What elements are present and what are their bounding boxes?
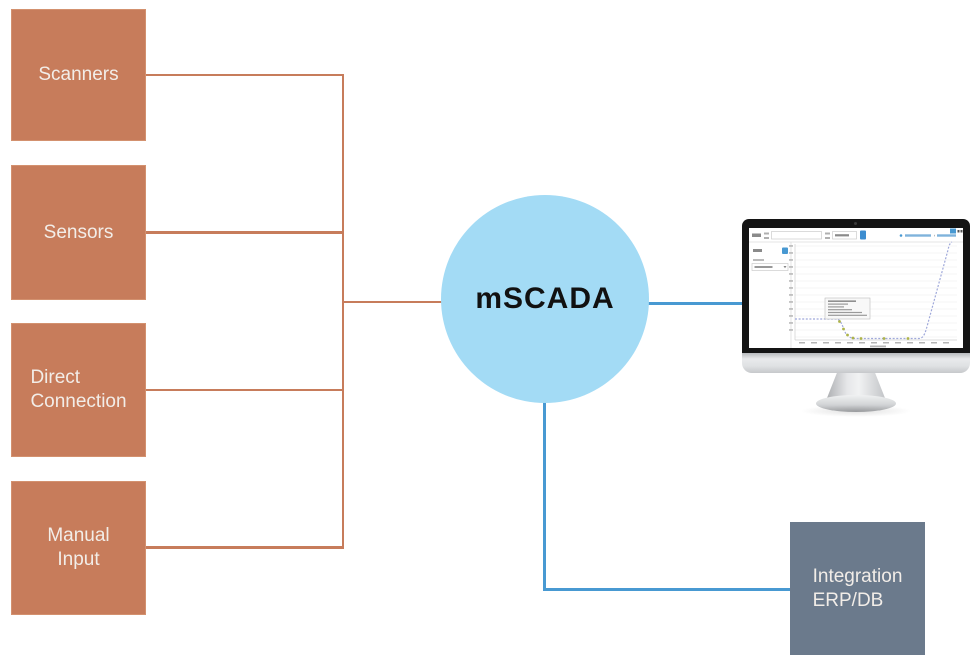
- node-direct-connection: Direct Connection: [11, 323, 146, 457]
- node-integration-erp-db: Integration ERP/DB: [790, 522, 925, 655]
- dashboard-chart: [789, 241, 957, 348]
- connector-manual-input-line: [146, 546, 344, 549]
- node-integration-label: Integration ERP/DB: [812, 565, 903, 611]
- node-sensors-label: Sensors: [43, 221, 114, 243]
- node-mscada-hub: mSCADA: [441, 195, 649, 403]
- connector-hub-to-monitor-line: [645, 301, 745, 305]
- toolbar-action-icon: [860, 230, 866, 240]
- node-scanners-label: Scanners: [38, 64, 119, 86]
- chart-line: [795, 241, 953, 340]
- dashboard-sidebar: [751, 242, 792, 348]
- node-scanners: Scanners: [11, 9, 146, 141]
- chart-y-axis-ticks: [789, 245, 793, 331]
- node-manual-input-label: Manual Input: [47, 525, 110, 570]
- chart-x-axis-title: [870, 345, 886, 348]
- sidebar-action-icon: [782, 247, 788, 254]
- dashboard-screenshot: [749, 228, 963, 348]
- node-manual-input: Manual Input: [11, 481, 146, 615]
- connector-trunk-line: [341, 73, 344, 549]
- connector-hub-down-line: [542, 398, 546, 591]
- hub-label: mSCADA: [475, 282, 615, 315]
- connector-trunk-to-hub-line: [341, 300, 450, 304]
- monitor-screen: [749, 228, 963, 348]
- connector-scanners-line: [146, 73, 344, 77]
- connector-to-integration-line: [542, 587, 791, 591]
- monitor-chin: [742, 353, 970, 373]
- chart-data-points: [838, 320, 910, 340]
- monitor-shadow: [800, 405, 912, 417]
- window-controls-icon: [950, 228, 963, 234]
- monitor-stand-neck: [827, 373, 885, 398]
- chart-x-axis-ticks: [799, 342, 949, 344]
- node-sensors: Sensors: [11, 165, 146, 300]
- monitor-camera-dot: [854, 222, 857, 225]
- chart-tooltip: [824, 297, 871, 320]
- node-direct-connection-label: Direct Connection: [30, 367, 127, 412]
- connector-direct-connection-line: [146, 388, 344, 392]
- connector-sensors-line: [146, 231, 344, 234]
- monitor-stand-base: [816, 395, 896, 412]
- desktop-monitor-icon: [742, 219, 970, 417]
- dashboard-toolbar: [749, 230, 963, 243]
